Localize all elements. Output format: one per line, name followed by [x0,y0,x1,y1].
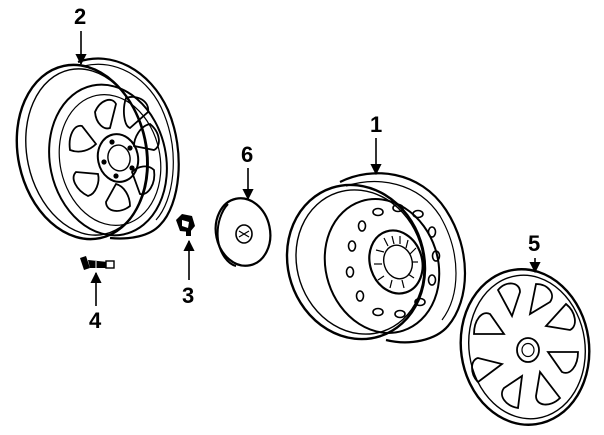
callout-5: 5 [528,231,540,256]
callout-1: 1 [370,112,382,137]
valve-stem[interactable] [80,256,115,270]
callout-6: 6 [241,142,253,167]
lug-nut[interactable] [176,214,195,236]
callout-3: 3 [182,283,194,308]
leader-lines [75,31,541,306]
alloy-wheel[interactable] [1,53,180,252]
wheel-cover[interactable] [451,261,599,433]
center-cap[interactable] [210,193,277,271]
callout-2: 2 [74,4,86,29]
callout-4: 4 [89,308,102,333]
steel-wheel[interactable] [267,167,467,357]
